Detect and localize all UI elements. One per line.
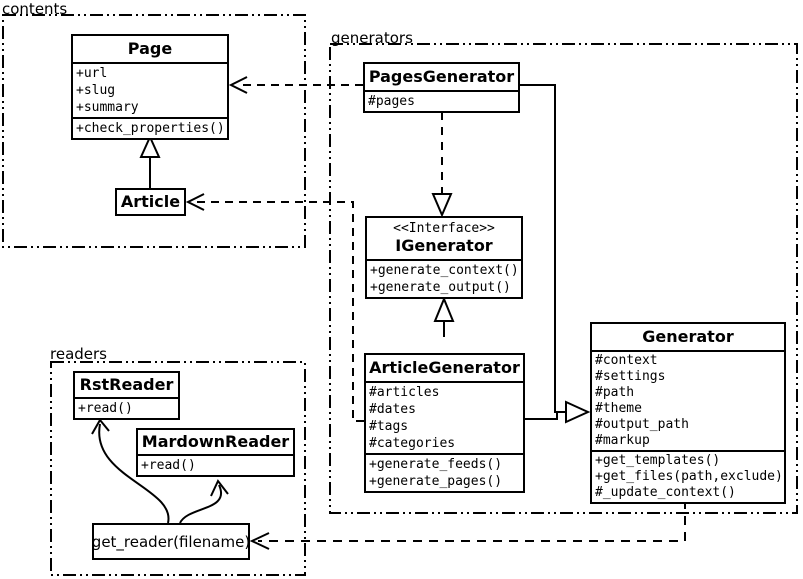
contents-package-label: contents — [2, 0, 68, 18]
class-rstreader-methods: +read() — [75, 397, 178, 418]
class-mardownreader-title: MardownReader — [141, 432, 290, 451]
generators-package-border — [329, 43, 798, 514]
class-articlegenerator-methods: +generate_feeds() +generate_pages() — [366, 453, 523, 491]
class-generator: Generator #context #settings #path #them… — [590, 322, 786, 504]
edge-pagesgenerator-to-generator — [520, 84, 566, 413]
class-page-methods: +check_properties() — [73, 117, 227, 138]
edge-getreader-to-mardownreader — [179, 484, 223, 524]
class-igenerator-title: <<Interface>> IGenerator — [367, 218, 521, 259]
class-mardownreader: MardownReader +read() — [136, 428, 295, 477]
triangle-pagesgenerator-to-igenerator — [431, 193, 453, 218]
class-page: Page +url +slug +summary +check_properti… — [71, 34, 229, 140]
class-igenerator-stereotype: <<Interface>> — [393, 221, 495, 236]
class-igenerator: <<Interface>> IGenerator +generate_conte… — [365, 216, 523, 299]
class-pagesgenerator-title: PagesGenerator — [368, 67, 515, 86]
class-generator-title: Generator — [642, 327, 734, 346]
node-get-reader: get_reader(filename) — [92, 523, 250, 560]
contents-package-border — [2, 14, 306, 248]
class-rstreader: RstReader +read() — [73, 371, 180, 420]
edge-articlegenerator-to-article — [194, 201, 364, 422]
edge-generator-to-getreader — [258, 500, 686, 542]
arrowhead-getreader-to-rstreader — [91, 418, 110, 435]
node-get-reader-label: get_reader(filename) — [91, 532, 251, 551]
edge-getreader-to-rstreader — [98, 423, 170, 524]
class-pagesgenerator: PagesGenerator #pages — [363, 62, 520, 113]
edge-articlegenerator-to-generator — [525, 412, 558, 420]
class-igenerator-methods: +generate_context() +generate_output() — [367, 259, 521, 297]
arrowhead-articlegenerator-to-article — [185, 193, 205, 211]
triangle-to-generator — [565, 400, 591, 424]
class-page-title: Page — [127, 39, 173, 58]
class-generator-methods: +get_templates() +get_files(path,exclude… — [592, 450, 784, 502]
class-pagesgenerator-attributes: #pages — [365, 90, 518, 111]
arrowhead-pagesgenerator-to-page — [228, 76, 248, 94]
class-articlegenerator-title: ArticleGenerator — [369, 358, 520, 377]
class-rstreader-title: RstReader — [79, 375, 174, 394]
class-igenerator-name: IGenerator — [395, 236, 493, 255]
readers-package-border — [50, 361, 306, 576]
readers-package-label: readers — [50, 345, 107, 363]
generators-package-label: generators — [331, 29, 413, 47]
class-article: Article — [115, 188, 186, 216]
arrowhead-generator-to-getreader — [249, 532, 270, 550]
class-article-title: Article — [120, 192, 181, 211]
class-mardownreader-methods: +read() — [138, 454, 293, 475]
class-articlegenerator: ArticleGenerator #articles #dates #tags … — [364, 353, 525, 493]
class-articlegenerator-attributes: #articles #dates #tags #categories — [366, 381, 523, 453]
arrowhead-getreader-to-mardownreader — [210, 479, 229, 497]
triangle-articlegenerator-to-igenerator — [433, 296, 455, 322]
class-page-attributes: +url +slug +summary — [73, 62, 227, 117]
triangle-article-to-page — [139, 134, 161, 158]
class-generator-attributes: #context #settings #path #theme #output_… — [592, 350, 784, 450]
